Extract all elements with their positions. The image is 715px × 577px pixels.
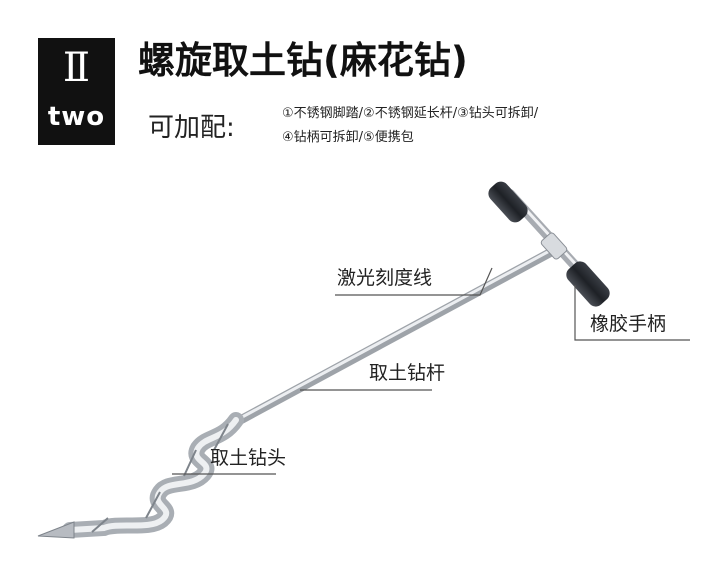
page-title: 螺旋取土钻(麻花钻) — [138, 39, 468, 82]
leader-rubber-handle — [574, 285, 690, 341]
auger-head — [37, 412, 244, 539]
handle-collar — [540, 232, 568, 260]
section-badge: Ⅱ two — [38, 38, 115, 145]
grip-upper — [488, 181, 528, 223]
grip-lower — [566, 261, 610, 307]
options-line-2: ④钻柄可拆卸/⑤便携包 — [282, 130, 414, 145]
badge-word: two — [47, 102, 106, 132]
callout-rubber-handle: 橡胶手柄 — [590, 313, 667, 335]
options-line-1: ①不锈钢脚踏/②不锈钢延长杆/③钻头可拆卸/ — [282, 106, 539, 121]
callout-drill-rod: 取土钻杆 — [369, 362, 446, 384]
options-list: ①不锈钢脚踏/②不锈钢延长杆/③钻头可拆卸/ ④钻柄可拆卸/⑤便携包 — [282, 102, 538, 150]
callout-drill-head: 取土钻头 — [210, 447, 287, 469]
options-label: 可加配: — [148, 113, 235, 143]
drill-rod — [228, 245, 560, 429]
callout-laser-scale: 激光刻度线 — [337, 267, 433, 289]
leader-laser-scale — [335, 267, 493, 296]
badge-numeral: Ⅱ — [62, 45, 91, 91]
auger-tip — [37, 521, 75, 539]
